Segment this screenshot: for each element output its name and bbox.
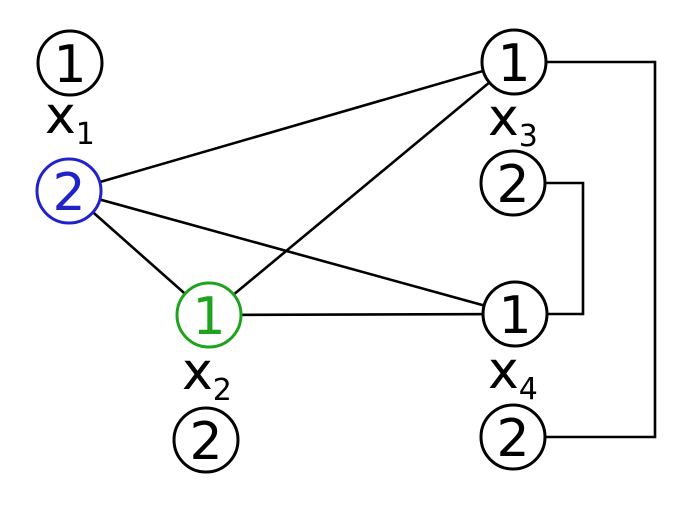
node-x4-value-1-value: 1 (498, 286, 531, 346)
edge-x3v2--x4v1 (511, 181, 585, 316)
node-x1-value-2-value: 2 (52, 163, 85, 223)
variable-label-x4-base: x (488, 341, 519, 401)
node-x3-value-1-value: 1 (497, 34, 530, 94)
node-x2-value-2-value: 2 (189, 412, 222, 472)
node-x4-value-2-value: 2 (496, 409, 529, 469)
node-x4-value-1 (481, 280, 549, 348)
node-x2-value-2 (172, 406, 240, 474)
variable-label-x2-base: x (182, 342, 213, 402)
variable-label-x3: x3 (488, 88, 538, 154)
edge-x2v1--x3v1 (207, 60, 516, 317)
edge-x1v2--x3v1 (67, 60, 516, 193)
variable-label-x4: x4 (488, 341, 538, 407)
node-x1-value-2 (35, 157, 103, 225)
variable-label-x1-subscript: 1 (76, 117, 95, 152)
variable-label-x3-subscript: 3 (519, 119, 538, 154)
edge-x1v2--x4v1 (67, 189, 517, 316)
variable-label-x3-base: x (488, 88, 519, 148)
node-x1-value-1-value: 1 (53, 35, 86, 95)
variable-label-x1-base: x (45, 86, 76, 146)
variable-label-x2-subscript: 2 (213, 373, 232, 408)
node-x4-value-2 (479, 403, 547, 471)
node-x3-value-2 (479, 149, 547, 217)
node-x2-value-1 (175, 281, 243, 349)
variable-label-x2: x2 (182, 342, 232, 408)
edge-x2v1--x4v1 (207, 312, 517, 317)
node-x3-value-2-value: 2 (496, 155, 529, 215)
node-x2-value-1-value: 1 (192, 287, 225, 347)
edge-x3v1--x4v2 (511, 60, 657, 439)
variable-label-x1: x1 (45, 86, 95, 152)
variable-label-x4-subscript: 4 (519, 372, 538, 407)
node-x1-value-1 (36, 29, 104, 97)
node-x3-value-1 (480, 28, 548, 96)
